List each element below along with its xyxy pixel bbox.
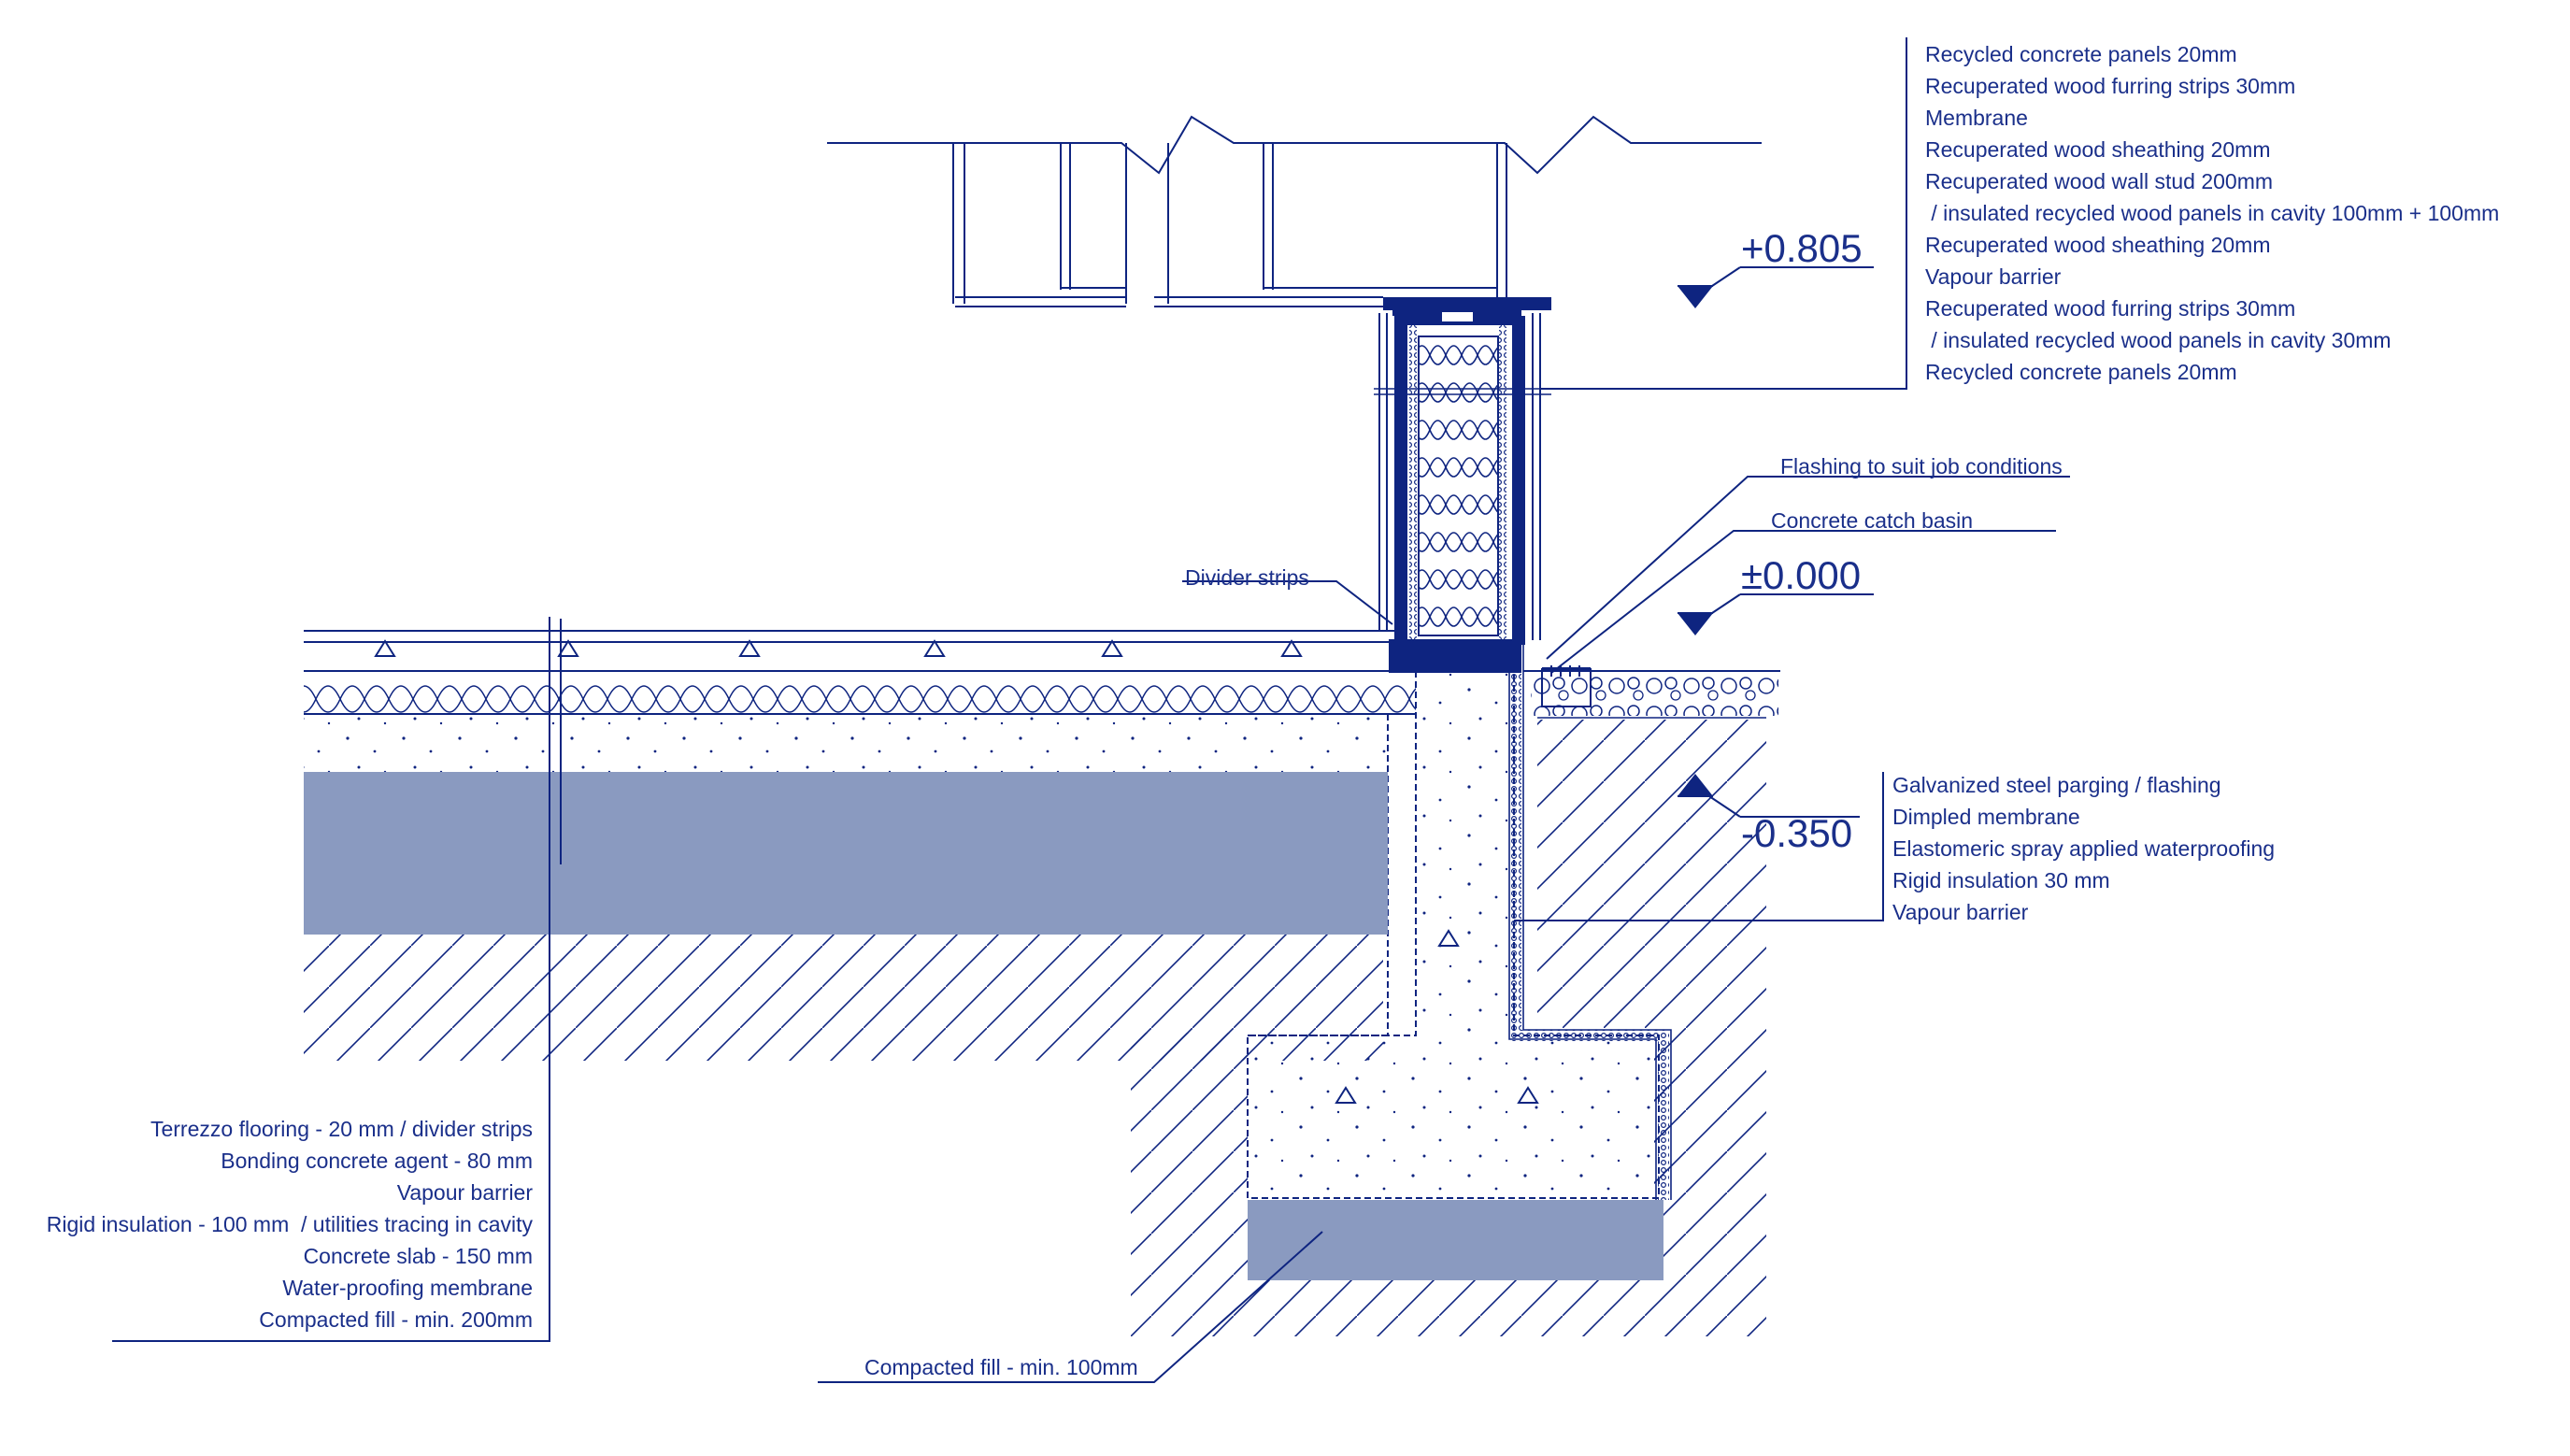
floor-layer-5: Concrete slab - 150 mm (304, 1244, 533, 1268)
foundation-layer-4: Rigid insulation 30 mm (1892, 868, 2110, 892)
wall-layer-5: Recuperated wood wall stud 200mm (1925, 169, 2273, 193)
floor-buildup (304, 619, 1416, 1036)
wall-layer-7: Recuperated wood sheathing 20mm (1925, 233, 2271, 257)
leader-lines (112, 37, 2070, 1383)
foundation-layer-5: Vapour barrier (1892, 900, 2029, 924)
level-marker-ground (1678, 593, 1874, 635)
concrete-catch-basin (1541, 665, 1592, 707)
wall-layer-3: Membrane (1925, 106, 2028, 130)
wall-layer-11: Recycled concrete panels 20mm (1925, 360, 2237, 384)
compacted-fill-footing-label: Compacted fill - min. 100mm (864, 1355, 1138, 1379)
foundation-waterproofing (1510, 645, 1669, 1200)
catch-basin-label: Concrete catch basin (1771, 508, 1973, 533)
wall-layer-1: Recycled concrete panels 20mm (1925, 42, 2237, 66)
foundation-layer-3: Elastomeric spray applied waterproofing (1892, 836, 2275, 861)
level-marker-top (1678, 266, 1874, 308)
wall-section (1374, 297, 1551, 673)
divider-strips-label: Divider strips (1185, 565, 1309, 590)
foundation-layers-list: Galvanized steel parging / flashing Dimp… (1892, 773, 2275, 924)
floor-layer-6: Water-proofing membrane (282, 1276, 533, 1300)
wall-layer-6: / insulated recycled wood panels in cavi… (1925, 201, 2499, 225)
foundation-layer-2: Dimpled membrane (1892, 805, 2080, 829)
exterior-ground (1523, 665, 1780, 719)
wall-layer-4: Recuperated wood sheathing 20mm (1925, 137, 2271, 162)
upper-floor-structure (827, 115, 1762, 307)
flashing-label: Flashing to suit job conditions (1780, 454, 2063, 478)
foundation-layer-1: Galvanized steel parging / flashing (1892, 773, 2221, 797)
earth-hatching (304, 720, 1766, 1336)
level-marker-bottom (1678, 774, 1860, 818)
level-top-label: +0.805 (1741, 226, 1863, 270)
wall-layer-8: Vapour barrier (1925, 264, 2062, 289)
wall-layer-10: / insulated recycled wood panels in cavi… (1925, 328, 2392, 352)
floor-layer-2: Bonding concrete agent - 80 mm (221, 1149, 533, 1173)
wall-layer-2: Recuperated wood furring strips 30mm (1925, 74, 2295, 98)
level-ground-label: ±0.000 (1741, 553, 1861, 597)
floor-layer-3: Vapour barrier (397, 1180, 534, 1205)
floor-layers-list: Terrezzo flooring - 20 mm / divider stri… (47, 1117, 534, 1332)
level-bottom-label: -0.350 (1741, 811, 1852, 855)
floor-layer-4: Rigid insulation - 100 mm / utilities tr… (47, 1212, 534, 1236)
floor-layer-1: Terrezzo flooring - 20 mm / divider stri… (150, 1117, 533, 1141)
wall-layers-list: Recycled concrete panels 20mm Recuperate… (1925, 42, 2499, 384)
wall-layer-9: Recuperated wood furring strips 30mm (1925, 296, 2295, 321)
floor-layer-7: Compacted fill - min. 200mm (259, 1307, 533, 1332)
compacted-fill-band-footing (1248, 1200, 1663, 1280)
footing-aggregate-triangles (1335, 929, 1539, 1104)
